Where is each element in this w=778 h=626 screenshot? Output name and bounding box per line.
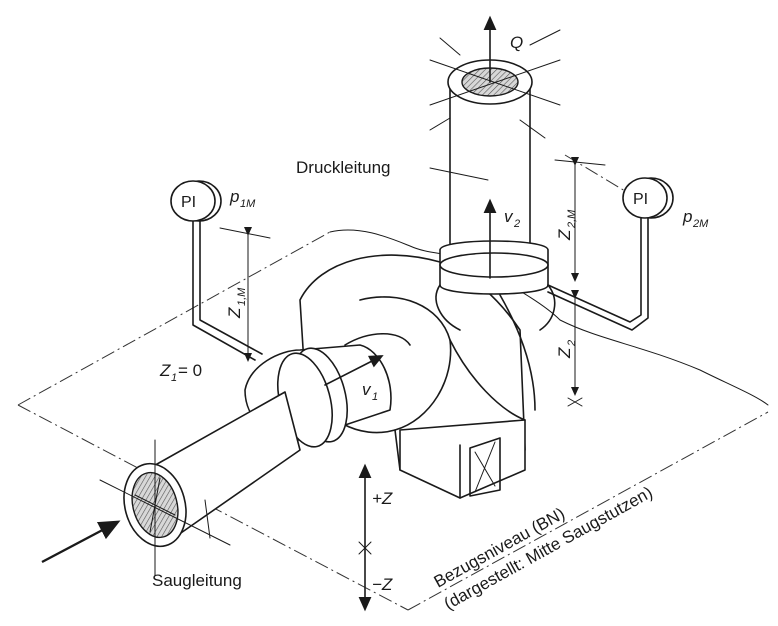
flow-label: Q: [510, 33, 523, 52]
svg-text:1,M: 1,M: [236, 287, 248, 306]
pressure-gauge-2: PI: [622, 177, 674, 219]
pressure-gauge-1: PI: [170, 180, 222, 222]
reference-plane: [17, 229, 769, 611]
svg-text:2: 2: [566, 340, 578, 347]
p1m-label: p 1M: [229, 187, 256, 210]
svg-text:Z: Z: [159, 361, 171, 380]
pressure-pipe: [429, 29, 641, 331]
p2m-label: p 2M: [682, 207, 709, 230]
reference-note-label: (dargestellt: Mitte Saugstutzen): [441, 483, 656, 614]
svg-text:p: p: [682, 207, 692, 226]
dimension-z2m: Z 2,M: [554, 157, 606, 282]
flow-arrow-q: Q: [483, 15, 523, 83]
svg-text:1: 1: [372, 391, 378, 403]
svg-text:2M: 2M: [692, 218, 709, 230]
z-axis: +Z −Z: [358, 463, 393, 612]
svg-text:Z: Z: [555, 229, 574, 241]
suction-pipe: [99, 391, 301, 576]
velocity-v1: v 1: [324, 355, 384, 403]
pressure-line-label: Druckleitung: [296, 158, 391, 177]
z1-zero-label: Z 1 = 0: [159, 361, 202, 384]
svg-text:2: 2: [513, 218, 520, 230]
svg-text:v: v: [504, 207, 514, 226]
gauge-2-label: PI: [633, 191, 648, 208]
dimension-z2: Z 2: [555, 290, 583, 407]
svg-text:2,M: 2,M: [566, 209, 578, 229]
svg-text:Z: Z: [225, 307, 244, 319]
suction-line-label: Saugleitung: [152, 571, 242, 590]
gauge-piping: [192, 217, 649, 361]
svg-text:1M: 1M: [240, 198, 256, 210]
velocity-v2: v 2: [483, 198, 520, 279]
svg-text:= 0: = 0: [178, 361, 202, 380]
minus-z-label: −Z: [372, 575, 393, 594]
leader-lines: [204, 167, 489, 539]
svg-text:p: p: [229, 187, 239, 206]
plus-z-label: +Z: [372, 489, 393, 508]
svg-text:Z: Z: [555, 347, 574, 359]
gauge-1-label: PI: [181, 194, 196, 211]
dimension-z1m: Z 1,M: [219, 227, 271, 362]
svg-text:1: 1: [171, 372, 177, 384]
svg-text:v: v: [362, 380, 372, 399]
inlet-arrow: [41, 520, 121, 564]
